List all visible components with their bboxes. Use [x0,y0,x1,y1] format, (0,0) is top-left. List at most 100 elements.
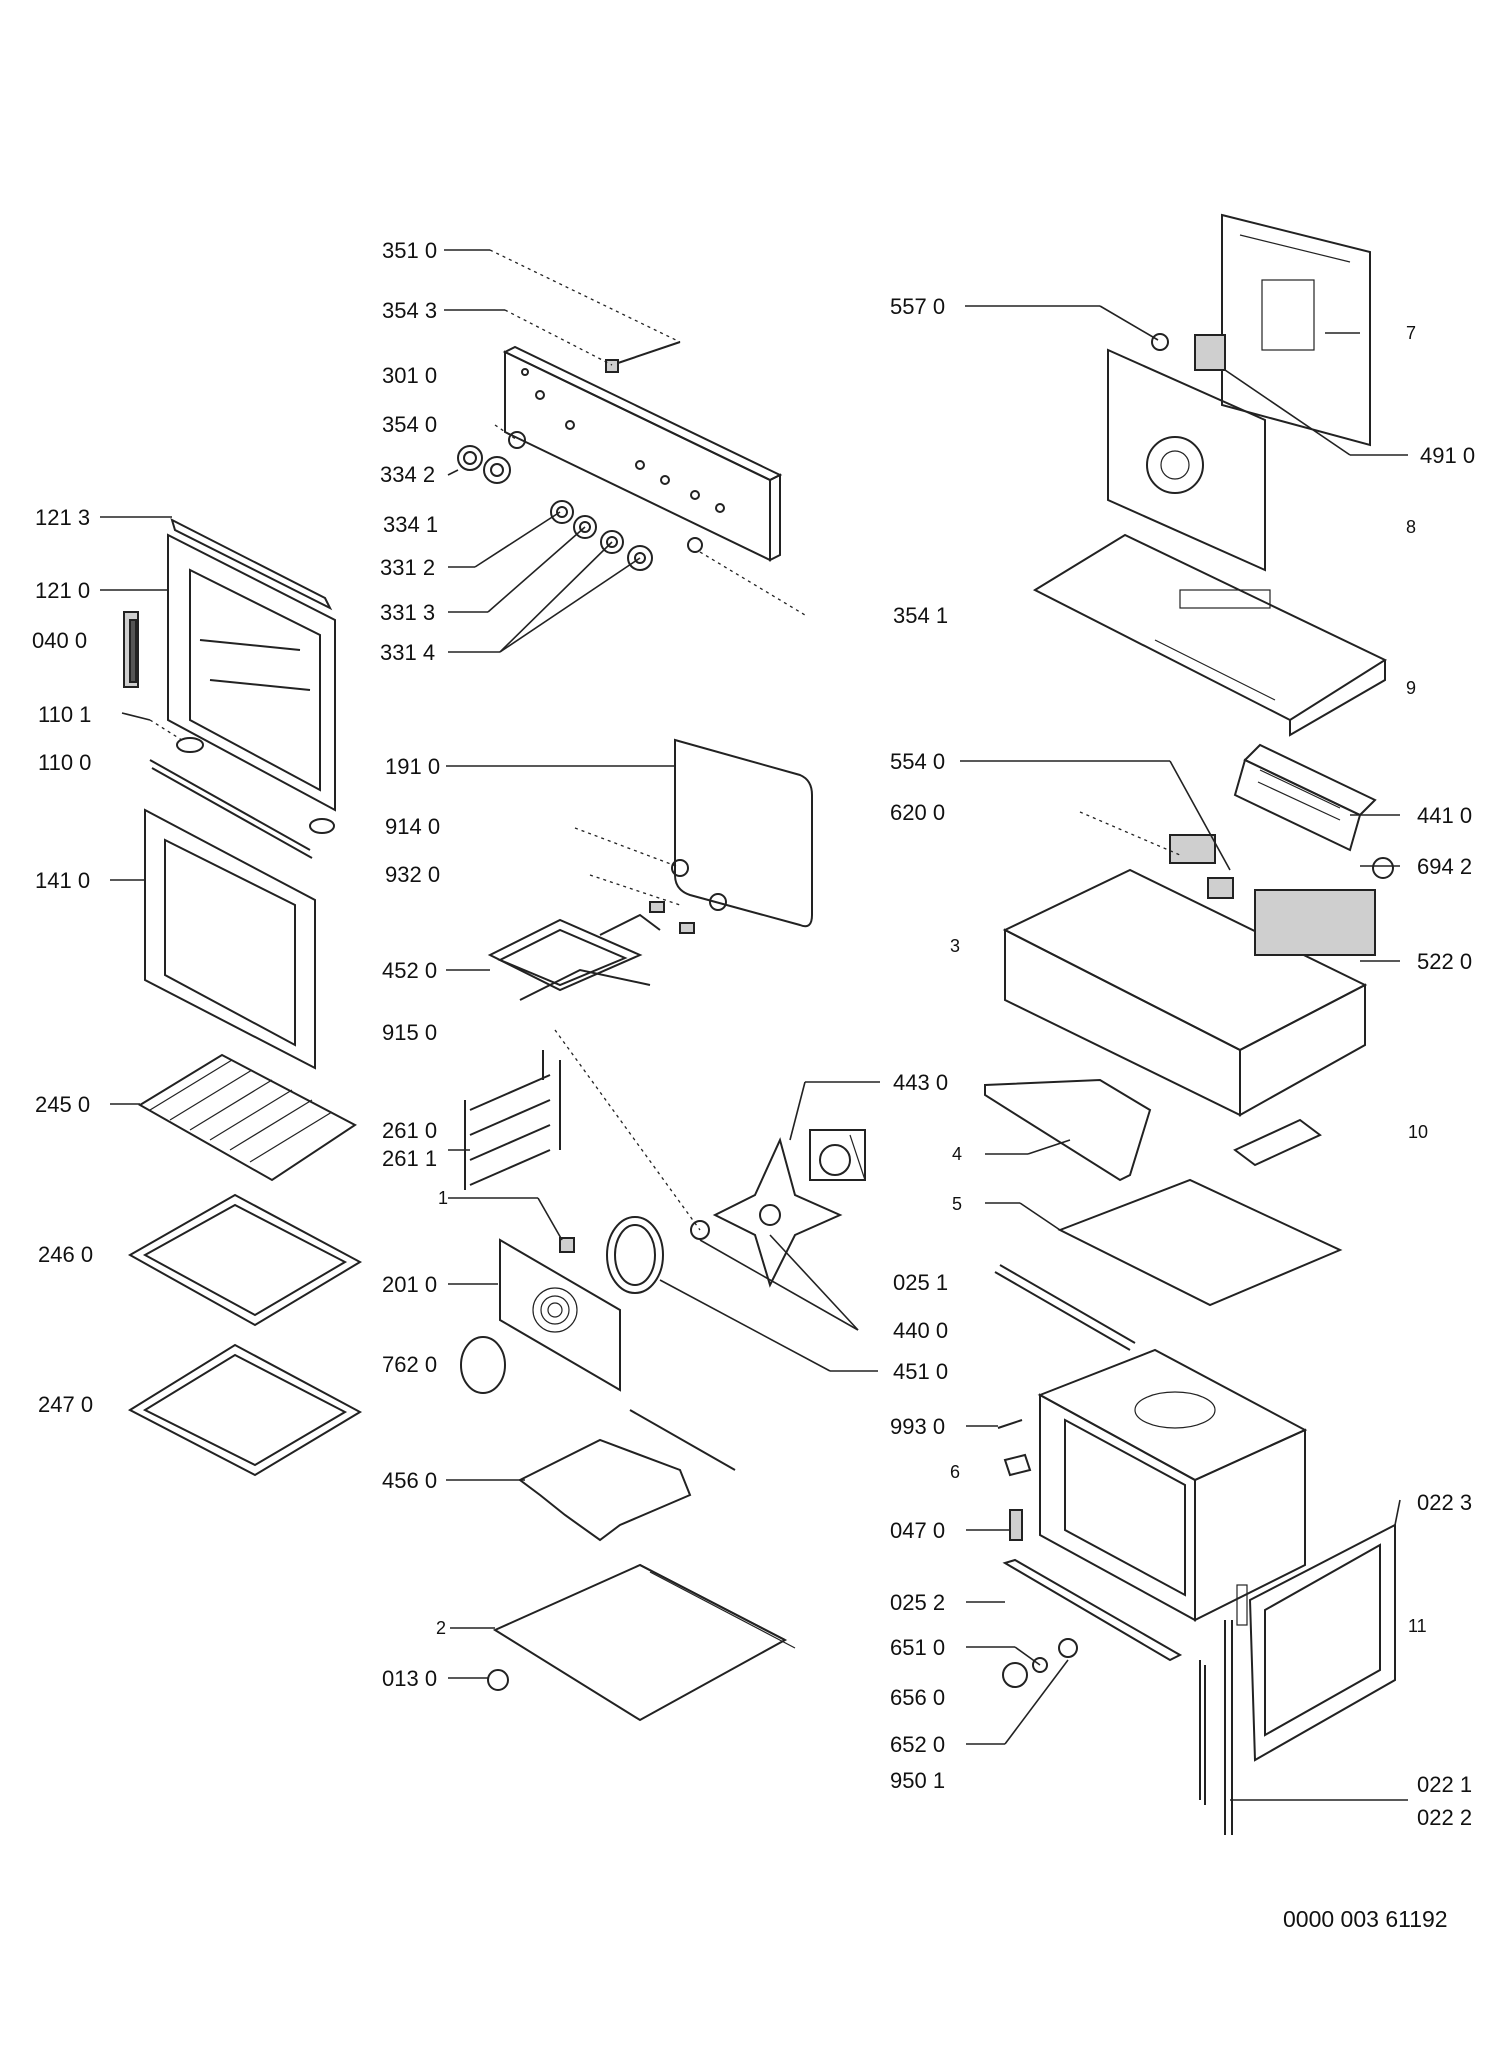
label-656-0: 656 0 [890,1685,945,1710]
knob-set [457,431,703,571]
outer-door [167,518,336,812]
label-item-5: 5 [952,1194,962,1214]
label-item-1: 1 [438,1188,448,1208]
label-022-2: 022 2 [1417,1805,1472,1830]
label-247-0: 247 0 [38,1392,93,1417]
control-panel [502,345,783,562]
label-047-0: 047 0 [890,1518,945,1543]
callout-labels: 351 0 354 3 301 0 354 0 334 2 334 1 331 … [32,238,1475,1830]
label-932-0: 932 0 [385,862,440,887]
label-351-0: 351 0 [382,238,437,263]
label-110-1: 110 1 [38,702,91,727]
leader-lines [100,249,1408,1801]
bottom-plate [492,1563,796,1722]
terminal-block [1169,834,1234,899]
label-013-0: 013 0 [382,1666,437,1691]
label-443-0: 443 0 [893,1070,948,1095]
label-191-0: 191 0 [385,754,440,779]
label-301-0: 301 0 [382,363,437,388]
rear-frame [1107,333,1266,572]
label-950-1: 950 1 [890,1768,945,1793]
bottom-strip [1002,1558,1183,1662]
label-121-3: 121 3 [35,505,90,530]
front-trim [984,1078,1152,1182]
bottom-element [518,1409,736,1542]
rear-fan-panel [499,1237,621,1392]
label-item-2: 2 [436,1618,446,1638]
electrics-housing [1002,868,1376,1117]
label-914-0: 914 0 [385,814,440,839]
label-331-3: 331 3 [380,600,435,625]
door-handle [123,611,139,688]
label-item-11: 11 [1408,1616,1427,1636]
side-door-frame [1248,1523,1396,1762]
label-993-0: 993 0 [890,1414,945,1439]
label-item-10: 10 [1408,1122,1428,1142]
fan-nut [690,1220,710,1240]
fastener-screw [997,1419,1023,1429]
top-insulation-plate [1032,533,1388,737]
grill-element [487,913,661,1001]
label-652-0: 652 0 [890,1732,945,1757]
label-354-1: 354 1 [893,603,948,628]
oven-cavity [1037,1348,1308,1622]
door-seal [674,738,813,928]
label-item-6: 6 [950,1462,960,1482]
label-025-1: 025 1 [893,1270,948,1295]
side-rail [464,1050,561,1190]
label-452-0: 452 0 [382,958,437,983]
label-456-0: 456 0 [382,1468,437,1493]
label-110-0: 110 0 [38,750,91,775]
label-354-3: 354 3 [382,298,437,323]
fan-motor [809,1129,866,1181]
knob-assembly [1002,1638,1078,1688]
fan-bracket [1372,857,1394,879]
label-261-1: 261 1 [382,1146,437,1171]
label-item-3: 3 [950,936,960,956]
label-item-8: 8 [1406,517,1416,537]
label-557-0: 557 0 [890,294,945,319]
label-201-0: 201 0 [382,1272,437,1297]
label-451-0: 451 0 [893,1359,948,1384]
label-022-1: 022 1 [1417,1772,1472,1797]
cavity-top-plate [1057,1178,1343,1307]
inner-door-glass [144,808,316,1070]
label-040-0: 040 0 [32,628,87,653]
label-334-2: 334 2 [380,462,435,487]
label-915-0: 915 0 [382,1020,437,1045]
label-331-4: 331 4 [380,640,435,665]
fan-blade [712,1137,843,1288]
document-number: 0000 003 61192 [1283,1906,1448,1932]
bottom-foot [487,1669,509,1691]
wire-shelf [138,1053,357,1182]
label-246-0: 246 0 [38,1242,93,1267]
door-hinge [149,737,335,859]
label-item-4: 4 [952,1144,962,1164]
label-item-7: 7 [1406,323,1416,343]
hinge-rail [1199,1584,1248,1835]
label-554-0: 554 0 [890,749,945,774]
label-620-0: 620 0 [890,800,945,825]
label-441-0: 441 0 [1417,803,1472,828]
lamp-fittings [649,859,727,934]
label-261-0: 261 0 [382,1118,437,1143]
label-245-0: 245 0 [35,1092,90,1117]
drip-tray [127,1343,363,1477]
side-strip [994,1264,1136,1351]
label-121-0: 121 0 [35,578,90,603]
switch-cover [1233,1118,1322,1167]
clock-rod [605,341,681,373]
tangential-fan [1233,743,1377,852]
label-141-0: 141 0 [35,868,90,893]
label-491-0: 491 0 [1420,443,1475,468]
fan-cover-plate [460,1336,506,1394]
label-334-1: 334 1 [383,512,438,537]
label-651-0: 651 0 [890,1635,945,1660]
label-item-9: 9 [1406,678,1416,698]
label-331-2: 331 2 [380,555,435,580]
label-694-2: 694 2 [1417,854,1472,879]
baking-tray [127,1193,363,1327]
label-025-2: 025 2 [890,1590,945,1615]
